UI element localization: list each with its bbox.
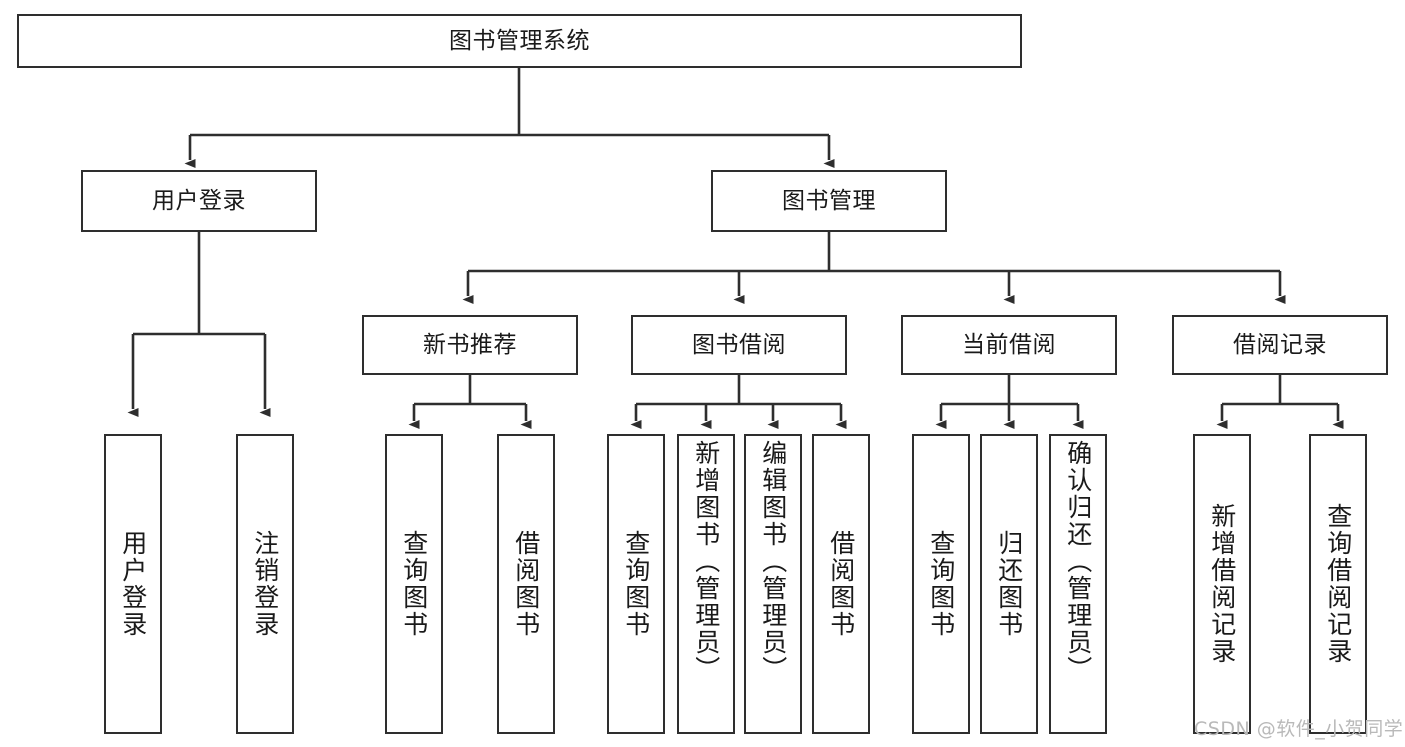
leaf-book-borrow-edit[interactable]: 编辑图书（管理员）	[744, 434, 802, 734]
node-current-borrow[interactable]: 当前借阅	[901, 315, 1117, 375]
node-label: 图书借阅	[692, 331, 786, 358]
node-label: 新增图书（管理员）	[691, 440, 721, 683]
leaf-current-borrow-return[interactable]: 归还图书	[980, 434, 1038, 734]
node-label: 新书推荐	[423, 331, 517, 358]
leaf-borrow-record-query[interactable]: 查询借阅记录	[1309, 434, 1367, 734]
node-label: 确认归还（管理员）	[1063, 440, 1093, 683]
watermark: CSDN @软件_小贺同学	[1194, 718, 1404, 740]
leaf-borrow-record-add[interactable]: 新增借阅记录	[1193, 434, 1251, 734]
node-label: 图书管理	[782, 187, 876, 214]
node-label: 图书管理系统	[449, 27, 590, 54]
leaf-book-borrow-query[interactable]: 查询图书	[607, 434, 665, 734]
node-label: 查询图书	[621, 530, 651, 638]
node-label: 新增借阅记录	[1207, 503, 1237, 665]
node-book-borrow[interactable]: 图书借阅	[631, 315, 847, 375]
leaf-new-book-borrow[interactable]: 借阅图书	[497, 434, 555, 734]
leaf-user-login-login[interactable]: 用户登录	[104, 434, 162, 734]
node-label: 注销登录	[250, 530, 280, 638]
node-borrow-record[interactable]: 借阅记录	[1172, 315, 1388, 375]
node-label: 用户登录	[118, 530, 148, 638]
leaf-user-login-logout[interactable]: 注销登录	[236, 434, 294, 734]
leaf-book-borrow-borrow[interactable]: 借阅图书	[812, 434, 870, 734]
node-root[interactable]: 图书管理系统	[17, 14, 1022, 68]
node-label: 借阅图书	[511, 530, 541, 638]
leaf-new-book-query[interactable]: 查询图书	[385, 434, 443, 734]
node-label: 当前借阅	[962, 331, 1056, 358]
node-label: 借阅记录	[1233, 331, 1327, 358]
leaf-current-borrow-query[interactable]: 查询图书	[912, 434, 970, 734]
node-book-management[interactable]: 图书管理	[711, 170, 947, 232]
node-label: 用户登录	[152, 187, 246, 214]
node-new-book-recommend[interactable]: 新书推荐	[362, 315, 578, 375]
node-user-login[interactable]: 用户登录	[81, 170, 317, 232]
node-label: 借阅图书	[826, 530, 856, 638]
leaf-current-borrow-confirm-return[interactable]: 确认归还（管理员）	[1049, 434, 1107, 734]
node-label: 归还图书	[994, 530, 1024, 638]
node-label: 查询图书	[399, 530, 429, 638]
leaf-book-borrow-add[interactable]: 新增图书（管理员）	[677, 434, 735, 734]
node-label: 查询图书	[926, 530, 956, 638]
node-label: 编辑图书（管理员）	[758, 440, 788, 683]
node-label: 查询借阅记录	[1323, 503, 1353, 665]
